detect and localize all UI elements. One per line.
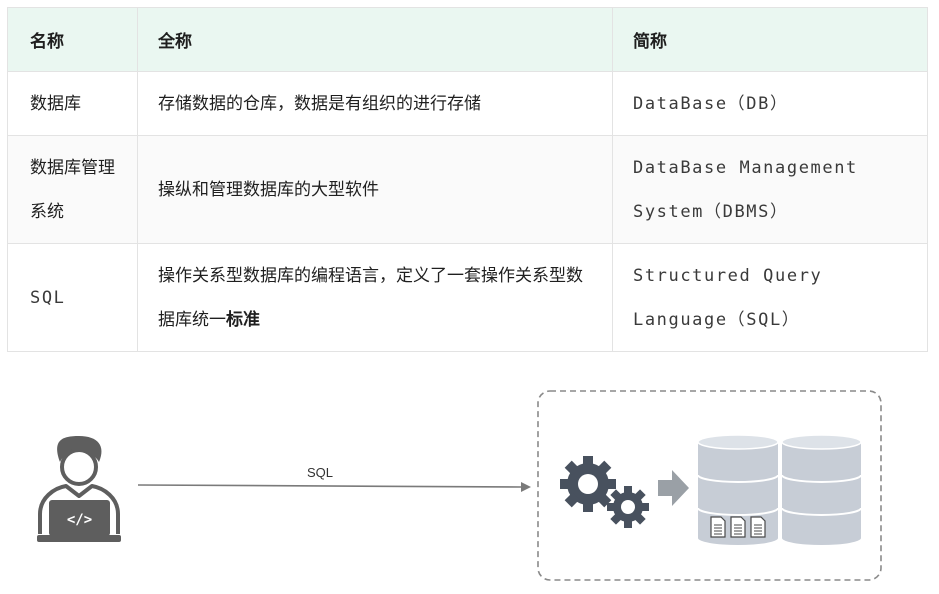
cell-name: SQL (7, 243, 138, 352)
abbr-line-1: DataBase（DB） (633, 93, 789, 114)
cell-name: 数据库管理系统 (7, 135, 138, 244)
full-name-bold: 标准 (226, 309, 260, 330)
header-full-name: 全称 (137, 7, 613, 72)
developer-laptop-icon: </> (37, 436, 121, 542)
sql-request-arrow (137, 482, 531, 492)
abbr-line-2: System（DBMS） (633, 201, 789, 222)
cell-full-name: 存储数据的仓库，数据是有组织的进行存储 (137, 71, 613, 136)
database-icon (781, 434, 862, 545)
abbr-line-1: DataBase Management (633, 157, 858, 178)
abbr-line-2: Language（SQL） (633, 309, 801, 330)
dbms-container (537, 390, 882, 581)
svg-text:</>: </> (67, 512, 92, 528)
cell-full-name: 操作关系型数据库的编程语言，定义了一套操作关系型数据库统一标准 (137, 243, 613, 352)
sql-arrow-label: SQL (307, 465, 334, 480)
document-icon (710, 516, 766, 538)
table-row: 数据库管理系统 操纵和管理数据库的大型软件 DataBase Managemen… (7, 135, 928, 244)
table-row: 数据库 存储数据的仓库，数据是有组织的进行存储 DataBase（DB） (7, 71, 928, 136)
right-arrow-icon (658, 470, 689, 506)
cell-abbreviation: DataBase（DB） (612, 71, 928, 136)
full-name-text: 存储数据的仓库，数据是有组织的进行存储 (158, 93, 481, 114)
cell-name: 数据库 (7, 71, 138, 136)
cell-full-name: 操纵和管理数据库的大型软件 (137, 135, 613, 244)
full-name-text: 操纵和管理数据库的大型软件 (158, 179, 379, 200)
header-abbreviation: 简称 (612, 7, 928, 72)
table-row: SQL 操作关系型数据库的编程语言，定义了一套操作关系型数据库统一标准 Stru… (7, 243, 928, 352)
header-name: 名称 (7, 7, 138, 72)
abbr-line-1: Structured Query (633, 265, 823, 286)
sql-flow-diagram: </> (37, 390, 882, 581)
gears-icon (560, 456, 649, 528)
table-header-row: 名称 全称 简称 (7, 7, 928, 72)
full-name-text: 操作关系型数据库的编程语言，定义了一套操作关系型数据库统一 (158, 265, 583, 330)
terms-table: 名称 全称 简称 数据库 存储数据的仓库，数据是有组织的进行存储 DataBas… (7, 7, 928, 352)
